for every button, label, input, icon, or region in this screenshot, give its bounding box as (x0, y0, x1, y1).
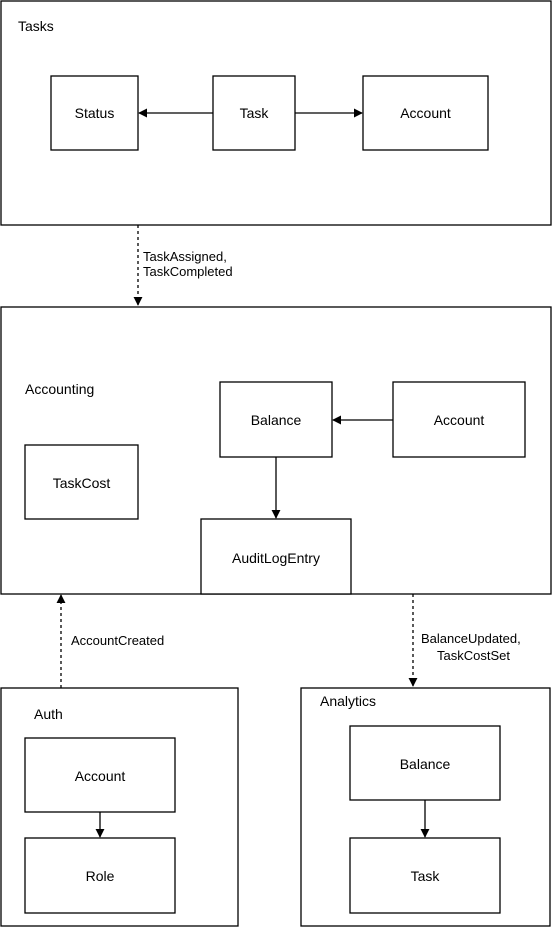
tasks-to-accounting-label: TaskAssigned, TaskCompleted (143, 249, 233, 279)
tasks-account-node: Account (362, 75, 489, 151)
accounting-to-analytics-label: BalanceUpdated, TaskCostSet (421, 631, 524, 663)
tasks-account-label: Account (400, 105, 451, 121)
tasks-task-label: Task (240, 105, 270, 121)
analytics-balance-node: Balance (349, 725, 501, 801)
accounting-title: Accounting (25, 381, 94, 397)
auth-to-accounting-label: AccountCreated (71, 633, 164, 648)
accounting-auditlog-label: AuditLogEntry (232, 550, 320, 566)
auth-title: Auth (34, 706, 63, 722)
accounting-balance-node: Balance (219, 381, 333, 458)
accounting-taskcost-node: TaskCost (24, 444, 139, 520)
auth-role-node: Role (24, 837, 176, 914)
analytics-balance-label: Balance (400, 756, 451, 772)
analytics-task-node: Task (349, 837, 501, 914)
auth-account-node: Account (24, 737, 176, 813)
tasks-status-node: Status (50, 75, 139, 151)
analytics-task-label: Task (411, 868, 441, 884)
tasks-task-node: Task (212, 75, 296, 151)
accounting-account-label: Account (434, 412, 485, 428)
auth-account-label: Account (75, 768, 126, 784)
accounting-account-node: Account (392, 381, 526, 458)
analytics-title: Analytics (320, 693, 376, 709)
tasks-status-label: Status (75, 105, 115, 121)
accounting-taskcost-label: TaskCost (53, 475, 111, 491)
accounting-balance-label: Balance (251, 412, 302, 428)
tasks-title: Tasks (18, 18, 54, 34)
accounting-auditlog-node: AuditLogEntry (200, 518, 352, 595)
auth-role-label: Role (86, 868, 115, 884)
